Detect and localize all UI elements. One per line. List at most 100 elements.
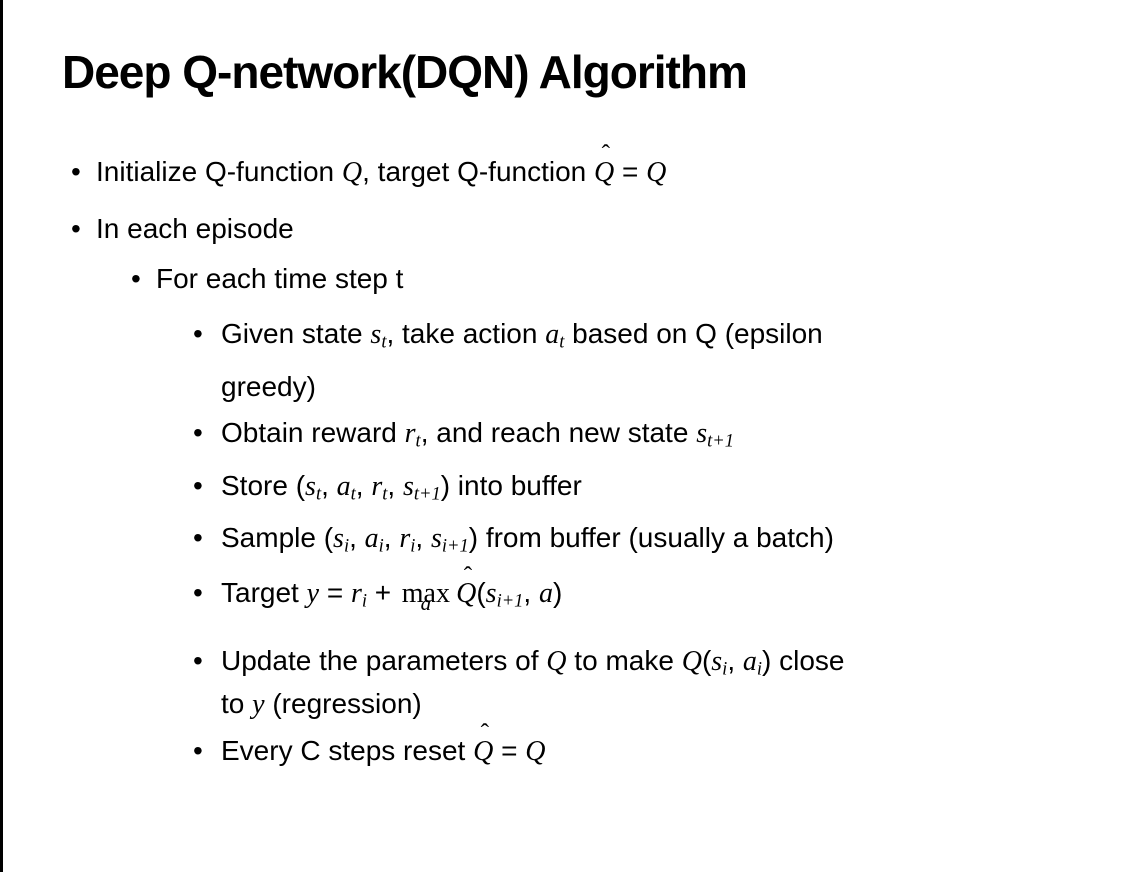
- bullet-text: Store (st, at, rt, st+1) into buffer: [221, 465, 582, 508]
- text-run: =: [614, 155, 647, 187]
- max-label: max: [401, 578, 450, 610]
- math-var: s: [696, 418, 708, 450]
- text-run: Given state: [221, 317, 371, 349]
- text-run: ) from buffer (usually a batch): [468, 522, 834, 554]
- math-var: s: [333, 523, 344, 555]
- math-var: Q: [456, 578, 477, 610]
- bullet-text: Update the parameters of Q to make Q(si,…: [221, 640, 844, 683]
- math-var: y: [306, 578, 320, 610]
- bullet-text: Sample (si, ai, ri, si+1) from buffer (u…: [221, 517, 834, 560]
- slide-title: Deep Q-network(DQN) Algorithm: [62, 46, 748, 98]
- math-subscript: t: [381, 331, 387, 352]
- math-var: s: [305, 471, 316, 503]
- bullet-text: In each episode: [96, 208, 294, 250]
- bullet-item-obtain-reward: • Obtain reward rt, and reach new state …: [3, 412, 1124, 455]
- bullet-item-update-params-wrap: to y (regression): [3, 683, 1124, 726]
- text-run: Every C steps reset: [221, 734, 474, 766]
- bullet-text: to y (regression): [221, 683, 422, 726]
- text-run: greedy): [221, 371, 316, 403]
- math-subscript: i: [361, 590, 368, 611]
- math-var: a: [545, 318, 560, 350]
- text-run: ,: [727, 644, 743, 676]
- bullet-marker: •: [193, 417, 203, 449]
- text-run: (: [476, 577, 486, 609]
- math-subscript: i: [378, 535, 384, 556]
- text-run: , and reach new state: [420, 417, 697, 449]
- bullet-marker: •: [193, 470, 203, 502]
- bullet-marker: •: [193, 734, 203, 766]
- math-var: a: [420, 591, 432, 616]
- math-var: a: [336, 471, 351, 503]
- text-run: ,: [355, 470, 372, 502]
- slide-content: • Initialize Q-function Q, target Q-func…: [3, 142, 1124, 773]
- math-var: Q: [341, 156, 363, 188]
- math-var: s: [402, 471, 414, 503]
- math-subscript: t: [382, 483, 388, 504]
- math-var: s: [485, 578, 497, 610]
- bullet-text: greedy): [221, 366, 316, 408]
- math-var: r: [371, 471, 383, 503]
- math-var: Q: [646, 156, 667, 188]
- bullet-marker: •: [193, 522, 203, 554]
- math-var: Q: [546, 645, 567, 677]
- text-run: Initialize Q-function: [96, 155, 342, 187]
- math-var: r: [404, 418, 416, 450]
- text-run: Store (: [221, 470, 306, 502]
- math-under-arg: a: [421, 593, 432, 614]
- text-run: ,: [321, 470, 337, 502]
- text-run: ,: [349, 522, 365, 554]
- bullet-marker: •: [71, 212, 81, 244]
- math-var: Q: [681, 645, 702, 677]
- bullet-item-update-params: • Update the parameters of Q to make Q(s…: [3, 640, 1124, 683]
- bullet-text: Obtain reward rt, and reach new state st…: [221, 412, 734, 455]
- math-subscript: i+1: [496, 590, 524, 611]
- text-run: ,: [383, 522, 400, 554]
- text-run: to: [221, 687, 253, 719]
- bullet-marker: •: [71, 155, 81, 187]
- text-run: =: [319, 577, 351, 609]
- math-var: Q: [594, 156, 615, 188]
- math-var: a: [742, 645, 757, 677]
- math-var: s: [711, 645, 723, 677]
- bullet-text: Initialize Q-function Q, target Q-functi…: [96, 142, 667, 194]
- text-run: ,: [415, 522, 431, 554]
- math-var: r: [399, 523, 411, 555]
- math-subscript: t+1: [707, 430, 734, 451]
- bullet-item-sample-buffer: • Sample (si, ai, ri, si+1) from buffer …: [3, 517, 1124, 560]
- bullet-text: Given state st, take action at based on …: [221, 313, 823, 356]
- math-var: a: [538, 578, 553, 610]
- math-var: y: [252, 688, 265, 720]
- text-run: In each episode: [96, 212, 294, 244]
- text-run: Update the parameters of: [221, 644, 547, 676]
- bullet-item-episode: • In each episode: [3, 208, 1124, 250]
- math-subscript: t+1: [413, 483, 441, 504]
- math-subscript: t: [559, 331, 565, 352]
- text-run: Sample (: [221, 522, 334, 554]
- math-subscript: i: [756, 658, 763, 679]
- hat-accent: ˆ: [463, 562, 473, 590]
- math-subscript: i: [343, 535, 350, 556]
- text-run: , target Q-function: [362, 155, 595, 187]
- math-subscript: t: [415, 430, 421, 451]
- bullet-item-given-state-wrap: greedy): [3, 366, 1124, 408]
- bullet-item-initialize: • Initialize Q-function Q, target Q-func…: [3, 142, 1124, 194]
- bullet-item-store-buffer: • Store (st, at, rt, st+1) into buffer: [3, 465, 1124, 508]
- text-run: Target: [221, 577, 307, 609]
- bullet-marker: •: [193, 317, 203, 349]
- text-run: ) into buffer: [440, 470, 582, 502]
- math-subscript: i: [722, 658, 728, 679]
- text-run: based on Q (epsilon: [564, 317, 823, 349]
- bullet-item-given-state: • Given state st, take action at based o…: [3, 313, 1124, 356]
- text-run: to make: [566, 644, 682, 676]
- text-run: ) close: [762, 644, 845, 676]
- math-var: s: [370, 318, 382, 350]
- bullet-marker: •: [193, 644, 203, 676]
- bullet-item-timestep: • For each time step t: [3, 258, 1124, 300]
